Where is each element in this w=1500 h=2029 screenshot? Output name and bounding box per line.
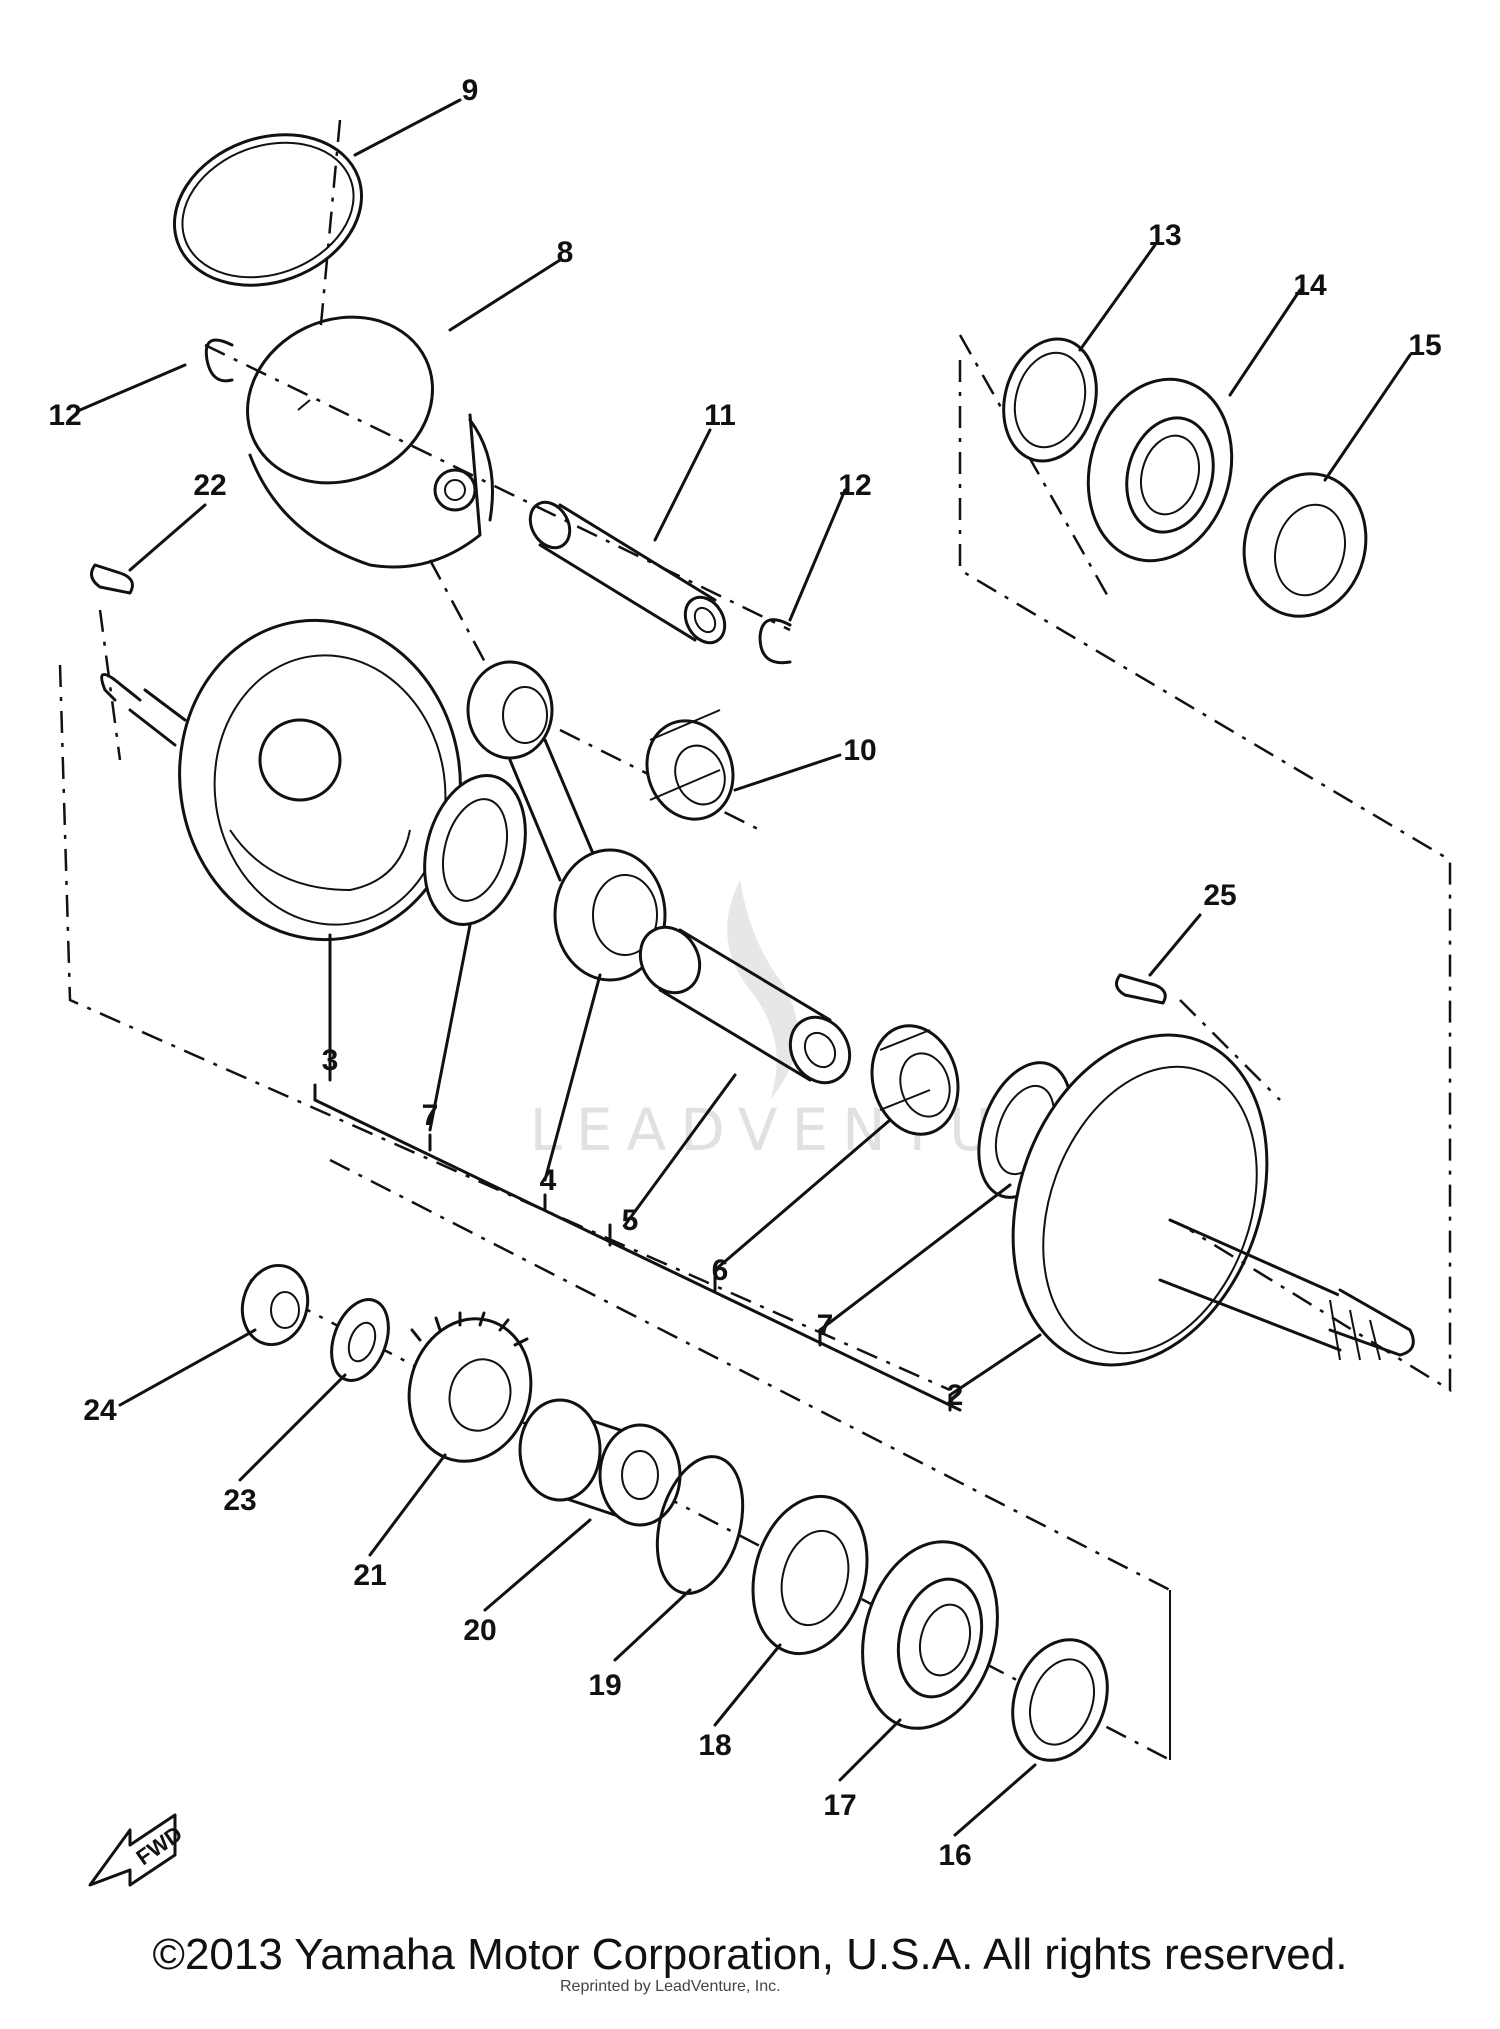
callout-9: 9: [462, 74, 479, 107]
callout-12-right: 12: [838, 469, 871, 502]
nut-24[interactable]: [234, 1258, 317, 1352]
callout-14: 14: [1293, 269, 1327, 302]
callout-17: 17: [823, 1789, 856, 1822]
reprint-notice: Reprinted by LeadVenture, Inc.: [560, 1978, 781, 1995]
callout-8: 8: [557, 236, 574, 269]
washer-23[interactable]: [321, 1292, 399, 1389]
callout-16: 16: [938, 1839, 971, 1872]
circlip-19[interactable]: [643, 1447, 757, 1603]
axis-piston-pin: [204, 343, 791, 632]
callout-10: 10: [843, 734, 876, 767]
callout-22: 22: [193, 469, 226, 502]
primary-drive-gear-21[interactable]: [393, 1305, 546, 1475]
crank-pin[interactable]: [629, 917, 861, 1094]
piston-ring[interactable]: [153, 110, 383, 311]
forward-direction-arrow: FWD: [88, 1813, 187, 1887]
axis-lower-upper: [329, 1158, 1171, 1592]
axis-lower: [249, 1278, 1171, 1762]
big-end-bearing[interactable]: [860, 1016, 970, 1144]
small-end-bearing[interactable]: [633, 709, 746, 832]
piston-pin-clip-right[interactable]: [758, 618, 792, 665]
callout-18: 18: [698, 1729, 731, 1762]
thrust-washer-left[interactable]: [409, 764, 541, 936]
oil-seal-15[interactable]: [1228, 460, 1381, 630]
leader-lines: [78, 98, 1412, 1837]
callout-13: 13: [1148, 219, 1181, 252]
callout-6: 6: [712, 1254, 729, 1287]
callout-11: 11: [704, 399, 736, 432]
callout-5: 5: [622, 1204, 639, 1237]
axis-bearing-group: [958, 334, 1112, 601]
bearing-group-outline: [958, 360, 1452, 1393]
crank-wheel-left[interactable]: [100, 602, 481, 958]
callout-15: 15: [1408, 329, 1441, 362]
callout-19: 19: [588, 1669, 621, 1702]
piston-pin[interactable]: [522, 495, 732, 650]
callout-7-left: 7: [422, 1099, 439, 1132]
woodruff-key-left[interactable]: [89, 563, 134, 595]
callout-2: 2: [947, 1379, 964, 1412]
callout-25: 25: [1203, 879, 1236, 912]
callout-24: 24: [83, 1394, 117, 1427]
callout-21: 21: [353, 1559, 386, 1592]
piston-pin-clip-left[interactable]: [204, 338, 234, 383]
spacer-20[interactable]: [518, 1398, 682, 1527]
callout-12-left: 12: [48, 399, 81, 432]
callout-7-right: 7: [817, 1309, 834, 1342]
callout-4: 4: [540, 1164, 557, 1197]
callout-numbers: 2 3 4 5 6 7 7 8 9 10 11 12 12 13 14 15 1…: [48, 74, 1441, 1872]
piston[interactable]: [220, 287, 494, 569]
callout-23: 23: [223, 1484, 256, 1517]
oil-seal-16[interactable]: [997, 1626, 1124, 1773]
bearing-14[interactable]: [1069, 363, 1252, 577]
crank-assembly-outline: [58, 664, 951, 1392]
watermark-logo: [727, 880, 798, 1100]
copyright-notice: ©2013 Yamaha Motor Corporation, U.S.A. A…: [152, 1930, 1348, 1979]
oil-seal-13[interactable]: [990, 328, 1109, 471]
bearing-18[interactable]: [736, 1483, 884, 1666]
bearing-17[interactable]: [843, 1526, 1018, 1743]
crank-assembly-bracket: [313, 1098, 962, 1412]
callout-3: 3: [322, 1044, 339, 1077]
callout-20: 20: [463, 1614, 496, 1647]
crank-wheel-right[interactable]: [969, 999, 1415, 1401]
connecting-rod[interactable]: [466, 660, 667, 982]
axis-key-left: [98, 609, 122, 761]
axis-piston: [318, 119, 342, 336]
woodruff-key-right[interactable]: [1114, 973, 1167, 1005]
